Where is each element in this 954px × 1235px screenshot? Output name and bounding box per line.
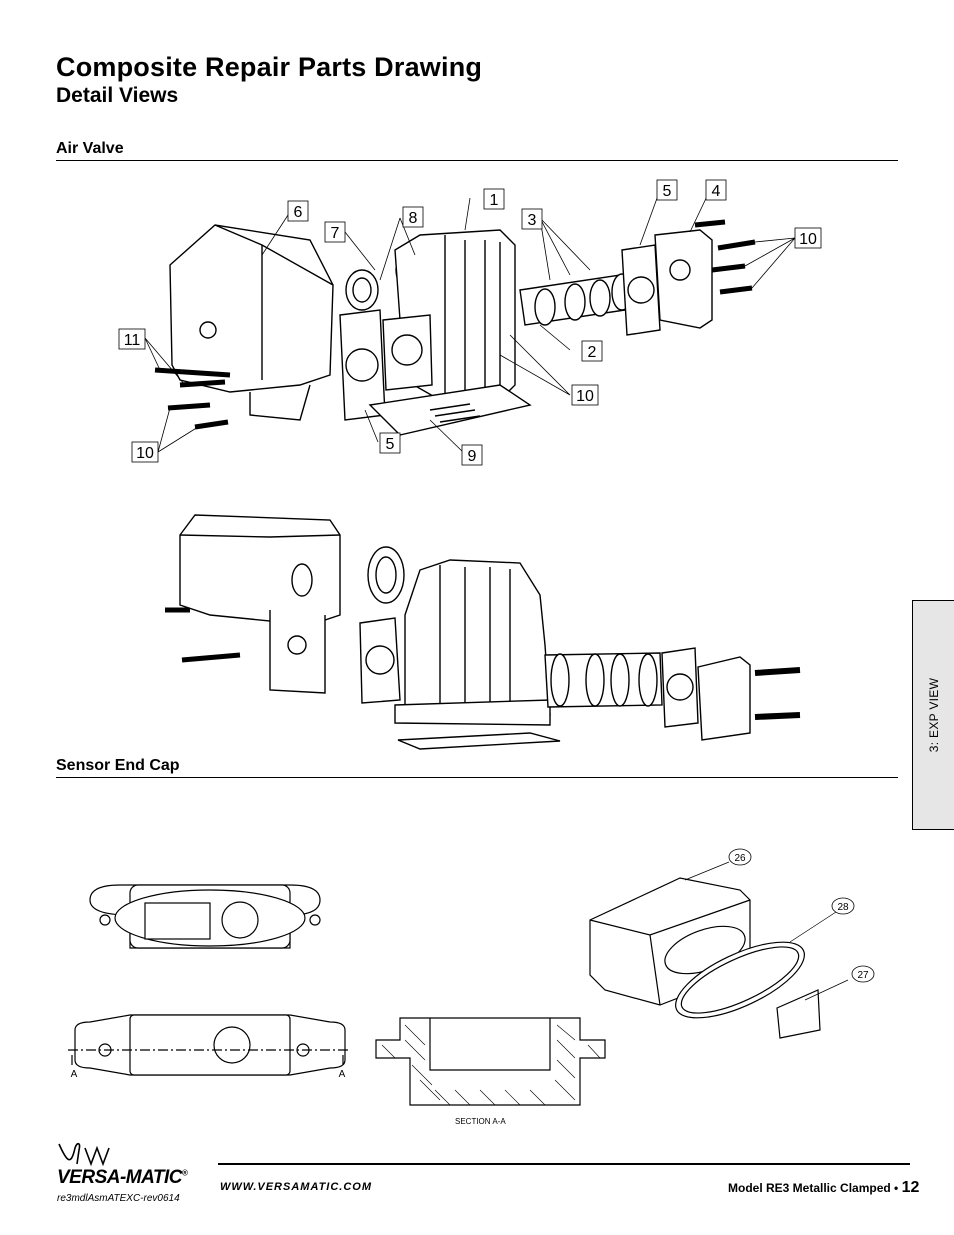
callout-label: 10 (136, 445, 154, 462)
section-heading-air-valve: Air Valve (56, 140, 124, 157)
assembled-end-cap (697, 656, 751, 741)
chapter-side-tab-label: 3: EXP VIEW (926, 677, 941, 753)
callout-label: 11 (124, 332, 141, 349)
end-cap-sensor-plate (776, 989, 821, 1039)
versa-matic-logo-mark (58, 1142, 110, 1167)
callout-label: 7 (331, 225, 340, 242)
chapter-side-tab: 3: EXP VIEW (912, 600, 954, 830)
callout-label: 27 (857, 970, 869, 981)
callout-label: 5 (386, 436, 395, 453)
air-valve-end-housing (169, 224, 334, 393)
section-caption: SECTION A-A (455, 1117, 506, 1126)
page-title: Composite Repair Parts Drawing (56, 52, 483, 82)
document-code: re3mdlAsmATEXC-rev0614 (57, 1193, 180, 1204)
air-valve-bottom-plate (368, 384, 532, 436)
callout-label: 10 (799, 231, 817, 248)
callout-label: 3 (528, 212, 537, 229)
website-link[interactable]: WWW.VERSAMATIC.COM (220, 1181, 373, 1193)
callout-label: 5 (663, 183, 672, 200)
brand-logo-text: VERSA-MATIC (57, 1167, 183, 1188)
air-valve-assembled-drawing (165, 514, 801, 750)
footer-rule (218, 1163, 910, 1165)
section-mark-right: A (339, 1069, 346, 1080)
section-heading-sensor-end-cap: Sensor End Cap (56, 757, 180, 774)
callout-label: 2 (588, 344, 597, 361)
footer-model-text: Model RE3 Metallic Clamped • (728, 1181, 899, 1195)
callout-label: 9 (468, 448, 477, 465)
assembled-end-housing (179, 514, 341, 626)
section-mark-left: A (71, 1069, 78, 1080)
callout-label: 26 (734, 853, 746, 864)
callout-label: 4 (712, 183, 721, 200)
callout-label: 10 (576, 388, 594, 405)
end-cap-section-view (375, 1017, 606, 1106)
callout-label: 8 (409, 210, 418, 227)
assembled-valve-body (404, 559, 551, 716)
air-valve-exploded-drawing: 1 2 3 4 5 6 7 8 9 10 11 10 5 10 (118, 179, 822, 466)
section-rule-air-valve (56, 160, 898, 161)
callout-label: 28 (837, 902, 849, 913)
footer-model: Model RE3 Metallic Clamped • 12 (728, 1179, 919, 1197)
callout-label: 6 (294, 204, 303, 221)
callout-label: 1 (490, 192, 499, 209)
brand-logo-mark: ® (182, 1168, 188, 1178)
assembled-bottom-plate (397, 732, 561, 750)
page-subtitle: Detail Views (56, 84, 179, 107)
section-rule-sensor-end-cap (56, 777, 898, 778)
page-number: 12 (901, 1179, 920, 1196)
sensor-end-cap-drawing: 26 28 27 A A (68, 848, 875, 1106)
brand-logo: VERSA-MATIC® (57, 1167, 188, 1189)
